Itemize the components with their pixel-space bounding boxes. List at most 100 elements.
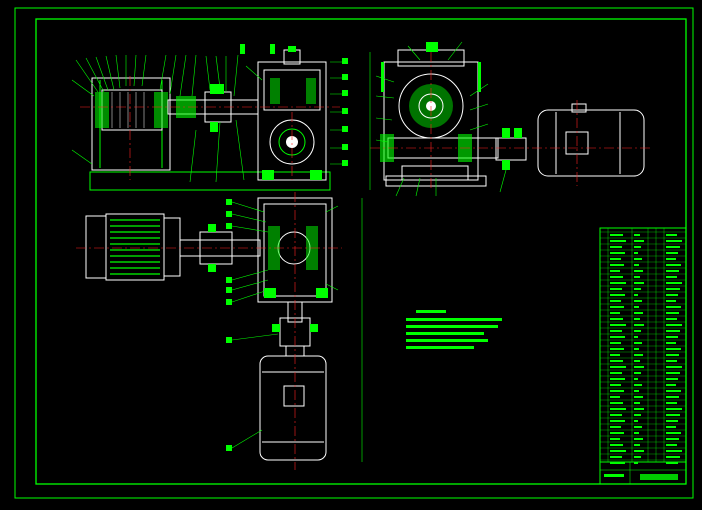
table-cell-mark <box>666 252 678 254</box>
table-cell-mark <box>666 240 682 242</box>
table-cell-mark <box>666 330 680 332</box>
table-cell-mark <box>634 414 641 416</box>
table-cell-mark <box>666 366 682 368</box>
table-cell-mark <box>634 372 641 374</box>
table-cell-mark <box>634 396 643 398</box>
table-cell-mark <box>610 294 625 296</box>
table-cell-mark <box>634 402 640 404</box>
table-cell-mark <box>610 462 625 464</box>
table-cell-mark <box>610 252 625 254</box>
table-cell-mark <box>666 438 679 440</box>
top-view-drum-gearbox-motor <box>76 192 363 470</box>
table-cell-mark <box>610 402 623 404</box>
table-cell-mark <box>666 342 676 344</box>
table-cell-mark <box>666 456 680 458</box>
table-cell-mark <box>634 342 642 344</box>
table-cell-mark <box>634 306 639 308</box>
table-cell-mark <box>634 336 638 338</box>
table-cell-mark <box>610 360 623 362</box>
table-cell-mark <box>610 312 620 314</box>
table-cell-mark <box>666 282 682 284</box>
table-cell-mark <box>634 288 641 290</box>
table-cell-mark <box>666 306 681 308</box>
table-cell-mark <box>666 444 677 446</box>
table-cell-mark <box>610 408 626 410</box>
table-cell-mark <box>634 444 640 446</box>
table-cell-mark <box>634 264 639 266</box>
table-cell-mark <box>610 246 622 248</box>
table-cell-mark <box>634 240 644 242</box>
table-cell-mark <box>666 324 682 326</box>
table-cell-mark <box>634 312 643 314</box>
table-cell-mark <box>610 324 626 326</box>
front-view-winch-assembly <box>71 44 348 191</box>
table-cell-mark <box>610 282 626 284</box>
side-view-gearbox-motor <box>369 41 652 197</box>
table-cell-mark <box>666 258 676 260</box>
table-cell-mark <box>610 300 621 302</box>
table-cell-mark <box>666 426 676 428</box>
table-cell-mark <box>610 330 622 332</box>
table-cell-mark <box>666 396 679 398</box>
table-cell-mark <box>666 312 679 314</box>
table-cell-mark <box>610 258 621 260</box>
table-cell-mark <box>610 372 622 374</box>
table-cell-mark <box>634 294 638 296</box>
table-cell-mark <box>634 348 639 350</box>
table-cell-mark <box>610 264 624 266</box>
table-cell-mark <box>666 372 680 374</box>
table-cell-mark <box>610 288 622 290</box>
table-cell-mark <box>610 240 626 242</box>
table-cell-mark <box>634 426 642 428</box>
table-cell-mark <box>634 282 644 284</box>
table-cell-mark <box>634 246 641 248</box>
table-cell-mark <box>634 252 638 254</box>
table-cell-mark <box>610 318 623 320</box>
parts-list-table <box>599 227 687 485</box>
table-cell-mark <box>610 276 623 278</box>
table-cell-mark <box>666 294 678 296</box>
table-cell-mark <box>666 348 681 350</box>
table-cell-mark <box>634 438 643 440</box>
table-cell-mark <box>610 336 625 338</box>
table-cell-mark <box>610 426 621 428</box>
table-cell-mark <box>610 414 622 416</box>
table-cell-mark <box>610 396 620 398</box>
table-cell-mark <box>610 348 624 350</box>
table-cell-mark <box>634 462 638 464</box>
table-cell-mark <box>666 360 677 362</box>
table-cell-mark <box>666 336 678 338</box>
table-cell-mark <box>666 276 677 278</box>
table-cell-mark <box>634 234 640 236</box>
table-cell-mark <box>666 264 681 266</box>
table-cell-mark <box>634 450 644 452</box>
table-cell-mark <box>634 270 643 272</box>
table-cell-mark <box>634 420 638 422</box>
table-cell-mark <box>634 408 644 410</box>
table-cell-mark <box>666 384 676 386</box>
table-cell-mark <box>666 300 676 302</box>
table-cell-mark <box>610 444 623 446</box>
table-cell-mark <box>666 288 680 290</box>
table-cell-mark <box>666 408 682 410</box>
table-cell-mark <box>610 456 622 458</box>
table-cell-mark <box>666 270 679 272</box>
table-cell-mark <box>634 324 644 326</box>
table-cell-mark <box>634 384 642 386</box>
table-cell-mark <box>634 378 638 380</box>
table-cell-mark <box>610 354 620 356</box>
table-cell-mark <box>610 306 624 308</box>
table-cell-mark <box>610 432 624 434</box>
table-cell-mark <box>610 384 621 386</box>
table-cell-mark <box>666 414 680 416</box>
table-cell-mark <box>666 420 678 422</box>
table-cell-mark <box>610 450 626 452</box>
table-cell-mark <box>666 390 681 392</box>
table-cell-mark <box>634 276 640 278</box>
table-cell-mark <box>634 258 642 260</box>
table-cell-mark <box>666 402 677 404</box>
table-cell-mark <box>666 246 680 248</box>
table-cell-mark <box>634 354 643 356</box>
table-cell-mark <box>610 234 623 236</box>
table-cell-mark <box>634 390 639 392</box>
